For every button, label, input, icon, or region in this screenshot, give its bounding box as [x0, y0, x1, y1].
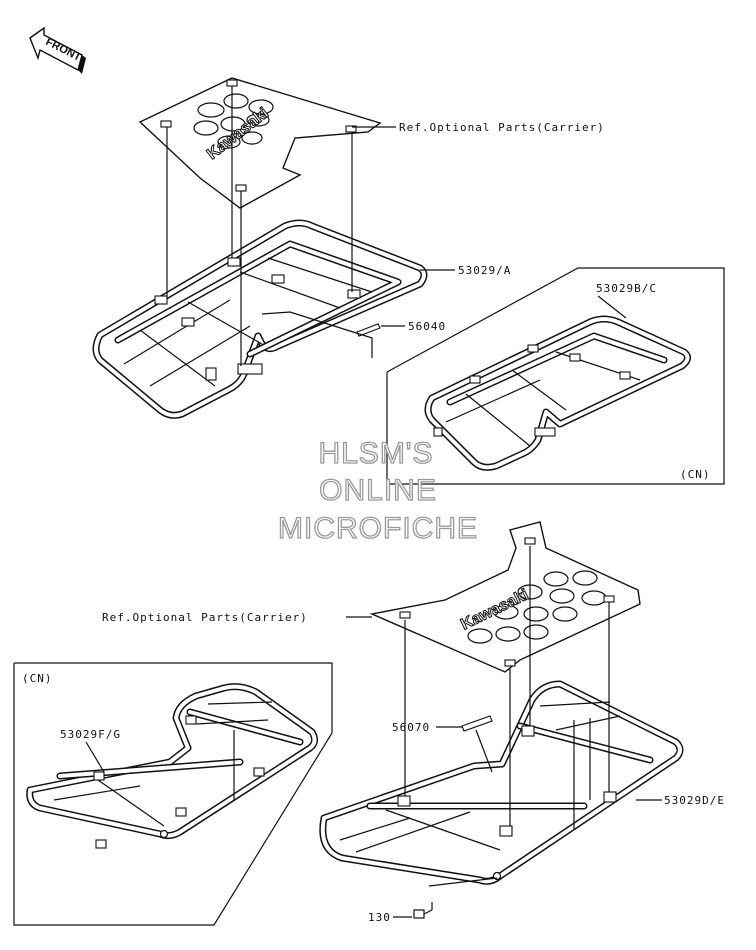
bottom-carrier-plate: Kawasaki [369, 521, 641, 673]
callout-cn-right: (CN) [680, 468, 711, 481]
watermark-line1: HLSM'S [318, 437, 433, 470]
bottom-rack-53029de [319, 680, 684, 885]
callout-ref-optional-top: Ref.Optional Parts(Carrier) [399, 121, 605, 134]
alignment-lines-top [166, 86, 353, 366]
callout-53029a: 53029/A [458, 264, 511, 277]
alignment-lines-bottom [404, 546, 610, 887]
callout-56040: 56040 [408, 320, 446, 333]
leader-53029bc [597, 295, 627, 319]
callout-130: 130 [368, 911, 391, 924]
callout-56070: 56070 [392, 721, 430, 734]
cn-inset-right [386, 267, 725, 485]
watermark-line3: MICROFICHE [278, 512, 478, 545]
callout-53029de: 53029D/E [664, 794, 725, 807]
top-rack-53029a [92, 219, 428, 419]
callout-cn-left: (CN) [22, 672, 53, 685]
bolt-130-icon [413, 902, 433, 919]
front-arrow-icon: FRONT [29, 26, 86, 74]
callout-53029fg: 53029F/G [60, 728, 121, 741]
cn-inset-left [13, 662, 333, 926]
callout-53029bc: 53029B/C [596, 282, 657, 295]
watermark: HLSM'S ONLINE MICROFICHE [277, 436, 478, 545]
label-sticker-56040 [261, 311, 381, 358]
watermark-line2: ONLINE [319, 474, 437, 507]
top-carrier-plate: Kawasaki [138, 77, 382, 209]
callout-ref-optional-bottom: Ref.Optional Parts(Carrier) [102, 611, 308, 624]
leader-53029fg [85, 741, 105, 773]
label-sticker-56070 [461, 715, 493, 773]
